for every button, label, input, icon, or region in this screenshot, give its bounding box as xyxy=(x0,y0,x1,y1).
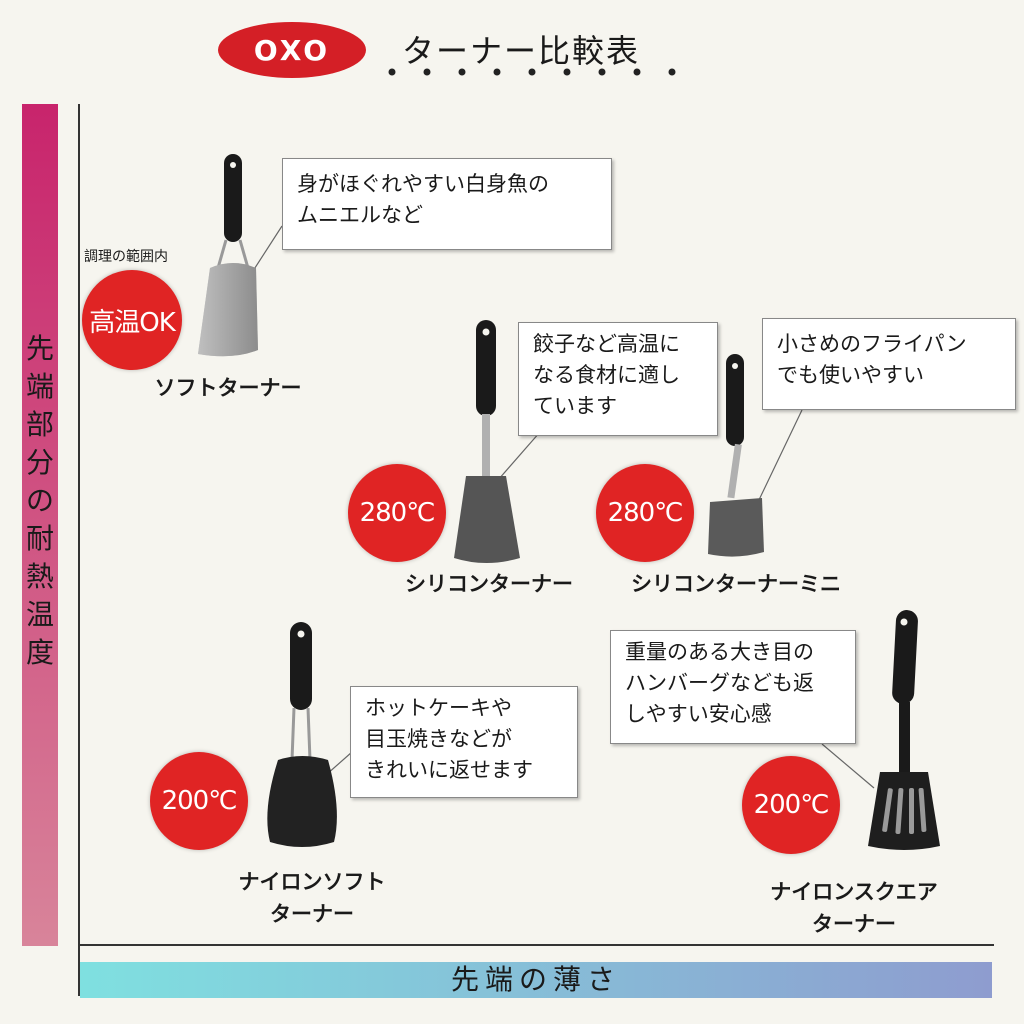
y-label-char: 端 xyxy=(25,370,54,403)
callout-box: 身がほぐれやすい白身魚の ムニエルなど xyxy=(282,158,612,250)
product-name-line: ターナー xyxy=(270,902,354,926)
y-label-char: 耐 xyxy=(25,522,54,555)
y-label-char: の xyxy=(25,484,54,517)
y-label-char: 熱 xyxy=(25,560,54,593)
y-axis-line xyxy=(78,104,80,996)
y-label-char: 温 xyxy=(25,598,54,631)
badge-caption: 調理の範囲内 xyxy=(84,249,168,265)
heat-badge: 200℃ xyxy=(742,756,840,854)
product-name-line: ターナー xyxy=(812,912,896,936)
callout-line: 餃子など高温に xyxy=(533,332,680,356)
y-label-char: 部 xyxy=(25,408,54,441)
callout-box: 餃子など高温に なる食材に適し ています xyxy=(518,322,718,436)
callout-line: なる食材に適し xyxy=(533,363,680,387)
y-label-char: 分 xyxy=(25,446,54,479)
callout-line: しやすい安心感 xyxy=(625,702,772,726)
silicone-turner-mini-image xyxy=(708,354,764,557)
y-label-char: 度 xyxy=(25,636,54,669)
product-name: シリコンターナーミニ xyxy=(614,568,858,600)
x-axis-bar xyxy=(80,962,992,998)
product-name: シリコンターナー xyxy=(386,568,592,600)
heat-badge: 200℃ xyxy=(150,752,248,850)
callout-line: ムニエルなど xyxy=(297,203,423,227)
heat-badge: 280℃ xyxy=(348,464,446,562)
x-axis-label: 先端の薄さ xyxy=(450,963,621,996)
callout-line: 重量のある大き目の xyxy=(625,640,814,664)
callout-line: 目玉焼きなどが xyxy=(365,727,512,751)
soft-turner-image xyxy=(198,154,258,357)
callout-line: 小さめのフライパン xyxy=(777,332,967,356)
callout-line: ホットケーキや xyxy=(365,696,512,720)
silicone-turner-image xyxy=(454,320,520,563)
callout-line: ハンバーグなども返 xyxy=(625,671,814,695)
title-dots-decoration xyxy=(388,68,676,76)
product-name-line: ナイロンスクエア xyxy=(770,880,938,904)
nylon-square-turner-image xyxy=(868,610,940,850)
heat-badge: 280℃ xyxy=(596,464,694,562)
product-name-line: シリコンターナーミニ xyxy=(631,572,841,596)
callout-box: ホットケーキや 目玉焼きなどが きれいに返せます xyxy=(350,686,578,798)
y-axis-label: 先 端 部 分 の 耐 熱 温 度 xyxy=(22,330,58,672)
callout-line: 身がほぐれやすい白身魚の xyxy=(297,172,549,196)
callout-line: きれいに返せます xyxy=(365,758,533,782)
nylon-soft-turner-image xyxy=(267,622,337,847)
logo-text: OXO xyxy=(253,33,331,67)
y-axis-bar xyxy=(22,104,58,946)
product-name: ナイロンスクエア ターナー xyxy=(752,876,956,940)
x-axis-line xyxy=(78,944,994,946)
callout-box: 小さめのフライパン でも使いやすい xyxy=(762,318,1016,410)
product-name-line: ソフトターナー xyxy=(154,376,302,400)
callout-box: 重量のある大き目の ハンバーグなども返 しやすい安心感 xyxy=(610,630,856,744)
callout-line: ています xyxy=(533,394,617,418)
product-name-line: ナイロンソフト xyxy=(238,870,386,894)
heat-badge: 高温OK xyxy=(82,270,182,370)
callout-line: でも使いやすい xyxy=(777,363,924,387)
product-name: ソフトターナー xyxy=(140,372,316,404)
y-label-char: 先 xyxy=(25,332,54,365)
page-title: ターナー比較表 xyxy=(402,32,641,70)
oxo-logo: OXO xyxy=(218,22,366,78)
product-name-line: シリコンターナー xyxy=(405,572,573,596)
product-name: ナイロンソフト ターナー xyxy=(222,866,402,930)
